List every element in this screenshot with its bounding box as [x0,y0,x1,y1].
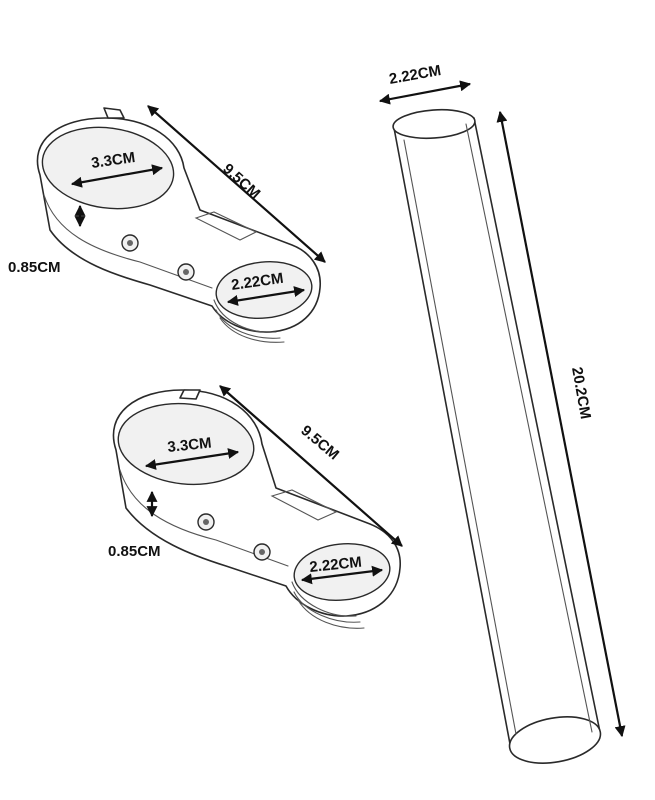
mount-top-tab [103,107,125,119]
mount-bottom-length-line [219,385,403,547]
mount-bottom-ring-line [144,448,240,470]
mount-top-screw-1-core [127,240,133,246]
handlebar-mount-top: 9.5CM 3.3CM 0.85CM 2.22CM [8,105,326,343]
mount-top-ring-label: 3.3CM [90,149,136,172]
tube-length-label: 20.2CM [568,366,594,421]
mount-top-length-line [147,105,326,263]
mount-bottom-length-label: 9.5CM [297,422,342,463]
mount-top-side [43,194,213,289]
mount-bottom-screw-2-core [259,549,265,555]
mount-bottom-clamp-label: 2.22CM [309,554,363,576]
mount-top-screw-2-core [183,269,189,275]
mount-top-thickness-label: 0.85CM [8,259,61,276]
mount-bottom-screw-1-core [203,519,209,525]
tube-length-line [496,110,626,738]
mount-bottom-thickness-label: 0.85CM [108,543,161,560]
tube-diameter-line [378,80,472,105]
mount-bottom-clamp-ribs [291,581,365,629]
mount-top-clamp-ribs [213,299,285,343]
mount-top-ring-line [70,164,164,188]
tube-top-end [392,108,476,140]
mount-top-length-label: 9.5CM [219,160,263,202]
tube-body [393,117,601,745]
handlebar-mount-bottom: 9.5CM 3.3CM 0.85CM 2.22CM [108,385,403,629]
mount-bottom-tab [179,389,201,400]
mount-bottom-side [119,469,289,567]
mount-bottom-clamp-line [300,565,384,585]
tube-diameter-label: 2.22CM [388,62,443,88]
extension-tube: 2.22CM 20.2CM [378,62,626,764]
mount-bottom-ring-label: 3.3CM [167,434,213,456]
mount-top-clamp-line [226,286,306,306]
